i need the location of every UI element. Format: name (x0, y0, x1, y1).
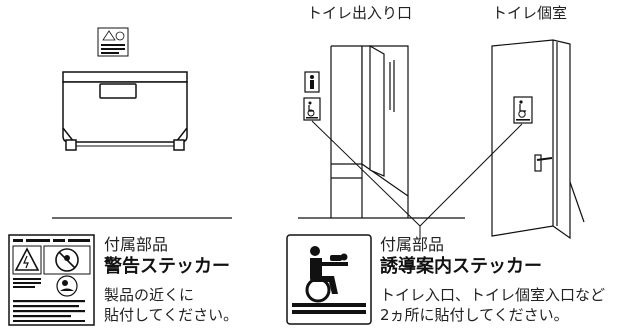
restroom-person-icon (304, 71, 320, 93)
restroom-entrance-wall (298, 44, 465, 219)
part2-desc-line1: トイレ入口、トイレ個室入口など (380, 286, 606, 304)
part1-name: 警告ステッカー (104, 256, 230, 277)
wheelchair-baby-care-icon (286, 234, 372, 325)
part1-category: 付属部品 (104, 235, 169, 254)
restroom-entrance-label: トイレ出入り口 (307, 4, 413, 22)
leader-lines (311, 120, 523, 239)
part2-desc-line2: 2ヵ所に貼付してください。 (380, 306, 569, 324)
table-warning-sticker-icon (97, 27, 129, 57)
part2-name: 誘導案内ステッカー (380, 256, 542, 277)
restroom-stall-label: トイレ個室 (492, 4, 568, 22)
restroom-stall-door (491, 39, 585, 240)
warning-sticker-icon (8, 234, 95, 326)
stall-wheelchair-sticker-icon (513, 96, 533, 124)
part2-category: 付属部品 (380, 235, 445, 254)
entrance-wheelchair-sticker-icon (303, 97, 321, 121)
part1-desc-line2: 貼付してください。 (104, 306, 239, 324)
part1-desc-line1: 製品の近くに (104, 286, 195, 304)
diaper-changing-table (62, 27, 188, 151)
